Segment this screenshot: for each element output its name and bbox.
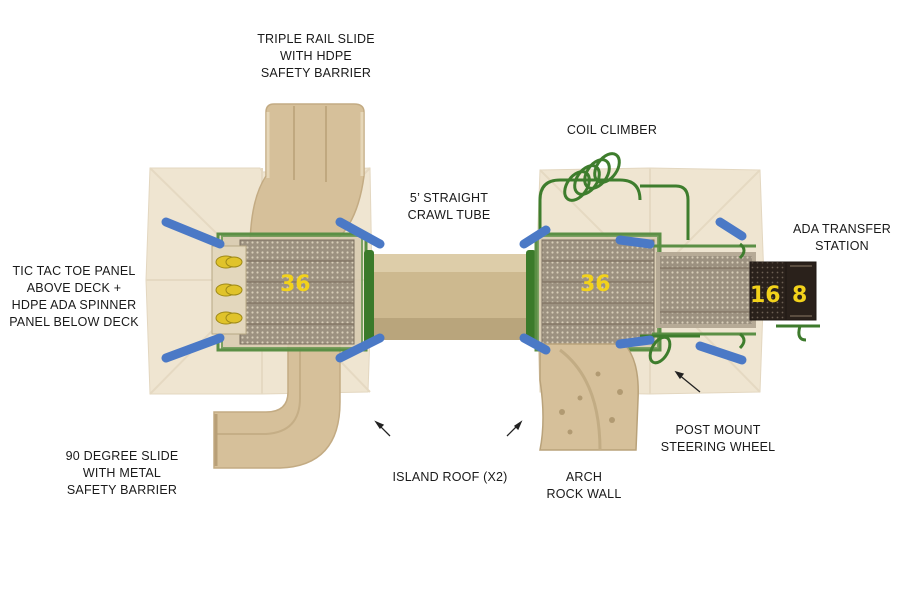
label-coil-climber: COIL CLIMBER: [566, 123, 658, 137]
tic-tac-toe-panel: [211, 245, 247, 335]
arch-rock-wall: [539, 343, 639, 451]
right-deck-height: 36: [580, 272, 611, 297]
label-tic-tac-toe-panel: TIC TAC TOE PANEL ABOVE DECK + HDPE ADA …: [9, 264, 139, 329]
right-deck: [534, 232, 662, 352]
label-arch-rock-wall: ARCH ROCK WALL: [546, 470, 622, 501]
label-ninety-degree-slide: 90 DEGREE SLIDE WITH METAL SAFETY BARRIE…: [65, 449, 179, 497]
steering-wheel: [640, 242, 746, 365]
pointer-arrows: [374, 370, 701, 437]
transfer-step-lower-height: 8: [792, 283, 807, 308]
crawl-tube: [364, 250, 536, 344]
transfer-ramp: [652, 244, 756, 336]
left-deck-height: 36: [280, 272, 311, 297]
label-triple-rail-slide: TRIPLE RAIL SLIDE WITH HDPE SAFETY BARRI…: [257, 32, 375, 80]
ninety-degree-slide: [213, 329, 341, 469]
label-ada-transfer-station: ADA TRANSFER STATION: [792, 222, 892, 253]
label-island-roof: ISLAND ROOF (X2): [392, 470, 508, 484]
coil-climber: [538, 152, 690, 240]
triple-rail-slide: [249, 103, 365, 251]
support-posts: [161, 217, 747, 365]
ada-transfer-station: [749, 261, 820, 342]
label-steering-wheel: POST MOUNT STEERING WHEEL: [660, 423, 776, 454]
label-crawl-tube: 5’ STRAIGHT CRAWL TUBE: [407, 191, 491, 222]
transfer-step-upper-height: 16: [750, 283, 781, 308]
